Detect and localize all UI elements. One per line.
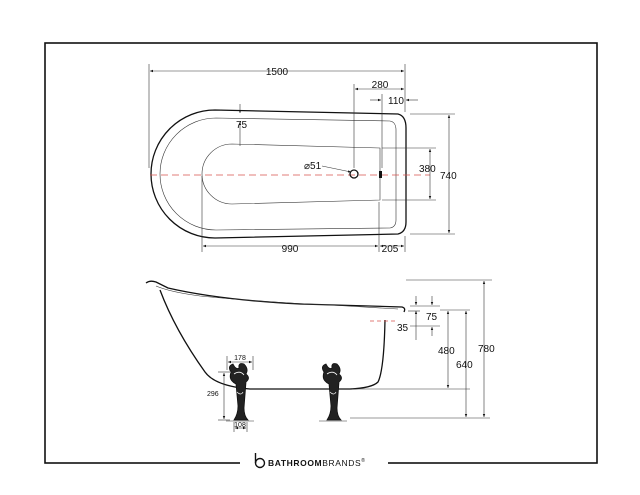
side-rim [145, 280, 406, 313]
dim-end-length: 205 [382, 244, 399, 255]
brand-name: BATHROOMBRANDS® [268, 457, 366, 468]
overflow-icon [379, 171, 382, 178]
foot-right-icon [322, 363, 342, 421]
dim-waste-offset: 280 [372, 80, 389, 91]
dim-inner-width: 380 [419, 164, 436, 175]
side-rim-lower [155, 285, 399, 310]
plan-basin [201, 143, 381, 205]
side-body [159, 289, 386, 390]
dim-outer-width: 740 [440, 171, 457, 182]
dim-rim-drop: 35 [397, 323, 409, 334]
foot-left-icon [229, 363, 249, 421]
dim-length: 1500 [266, 67, 289, 78]
plan-outer-rim [150, 109, 407, 239]
side-view: 75 35 480 640 780 [145, 279, 495, 422]
plan-rim-inner-edge [159, 117, 397, 231]
dim-foot-base: 108 [234, 422, 246, 429]
dim-depth-to-base: 640 [456, 360, 473, 371]
dim-inner-depth: 480 [438, 346, 455, 357]
dim-inner-length: 990 [282, 244, 299, 255]
plan-view: 1500 280 110 75 ⌀51 380 740 990 [148, 64, 457, 255]
foot-detail: 178 296 108 [207, 355, 254, 432]
brand-footer: BATHROOMBRANDS® [240, 452, 388, 472]
dim-overflow-offset: 110 [388, 96, 404, 107]
drawing-frame [44, 42, 598, 464]
dim-rim-thickness: 75 [426, 312, 438, 323]
dim-rim-width: 75 [236, 120, 248, 131]
dim-foot-height: 296 [207, 391, 219, 398]
waste-outlet-icon [349, 169, 359, 179]
dim-waste-diameter: ⌀51 [304, 161, 322, 172]
dim-foot-width: 178 [234, 355, 246, 362]
brand-logo-icon [254, 453, 266, 469]
dim-overall-height: 780 [478, 344, 495, 355]
